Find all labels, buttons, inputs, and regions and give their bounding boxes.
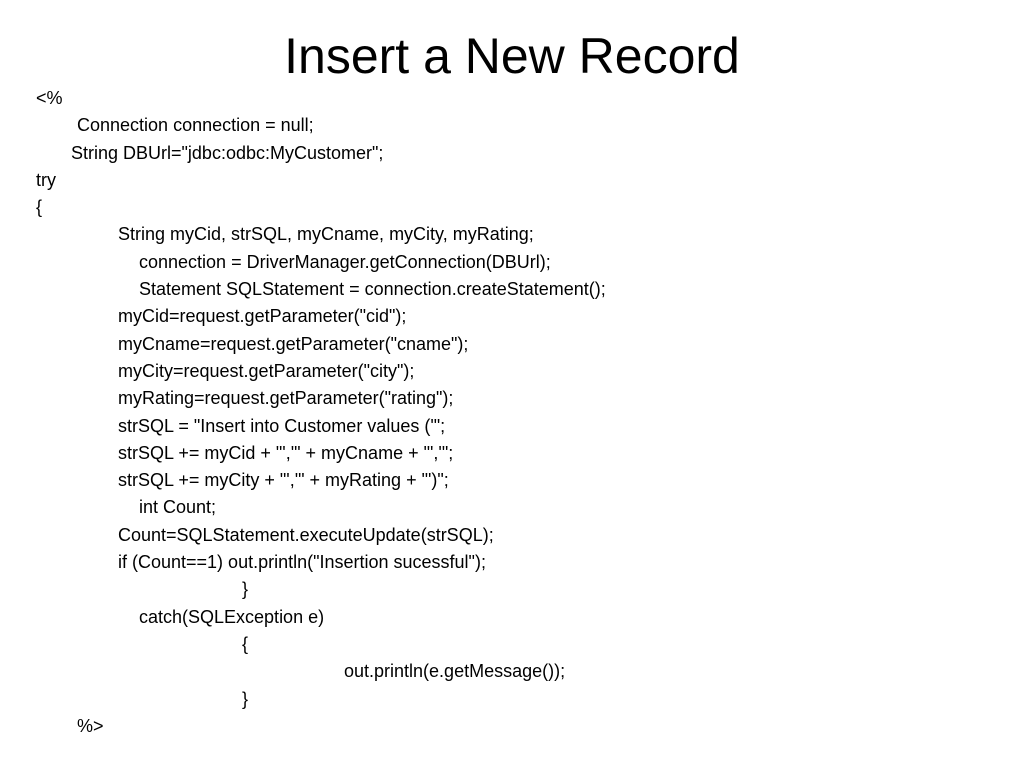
code-line: String myCid, strSQL, myCname, myCity, m… — [118, 224, 534, 245]
code-line: catch(SQLException e) — [139, 606, 325, 627]
code-line: myCity=request.getParameter("city"); — [118, 360, 415, 381]
code-line: myCid=request.getParameter("cid"); — [118, 306, 407, 327]
code-line: connection = DriverManager.getConnection… — [139, 251, 551, 272]
code-listing: <% Connection connection = null; String … — [36, 85, 996, 740]
code-line: out.println(e.getMessage()); — [344, 661, 566, 682]
code-line: Count=SQLStatement.executeUpdate(strSQL)… — [118, 524, 494, 545]
code-line: myRating=request.getParameter("rating"); — [118, 388, 454, 409]
code-line: if (Count==1) out.println("Insertion suc… — [118, 552, 486, 573]
code-line: String DBUrl="jdbc:odbc:MyCustomer"; — [71, 142, 384, 163]
code-line: { — [242, 633, 249, 654]
code-line: Statement SQLStatement = connection.crea… — [139, 279, 606, 300]
code-line: <% — [36, 88, 63, 108]
code-line: strSQL += myCid + "','" + myCname + "','… — [118, 442, 454, 463]
slide-title: Insert a New Record — [284, 28, 740, 84]
code-line: try — [36, 169, 56, 190]
code-line: Connection connection = null; — [77, 115, 314, 136]
code-line: { — [36, 197, 43, 218]
code-line: } — [242, 579, 249, 600]
code-line: strSQL += myCity + "','" + myRating + "'… — [118, 470, 449, 491]
code-line: myCname=request.getParameter("cname"); — [118, 333, 469, 354]
code-line: } — [242, 688, 249, 709]
code-line: strSQL = "Insert into Customer values ('… — [118, 415, 446, 436]
code-line: %> — [77, 715, 104, 736]
code-line: int Count; — [139, 497, 217, 518]
